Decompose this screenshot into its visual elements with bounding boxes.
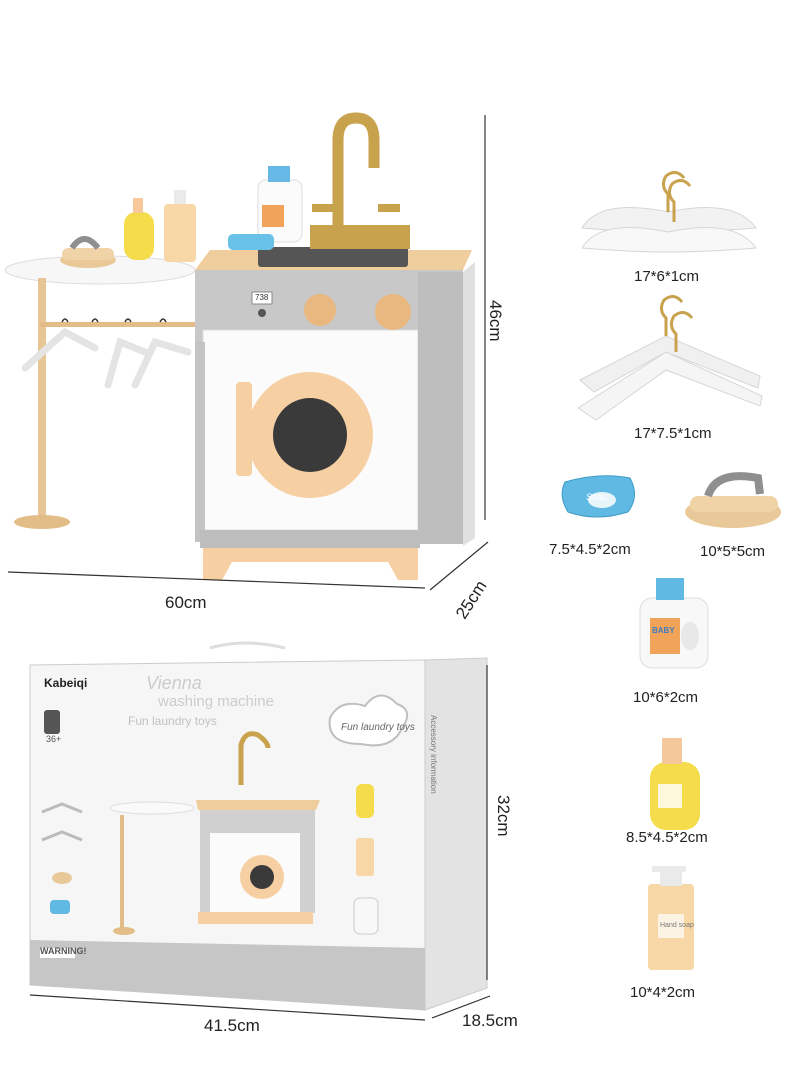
hanging-hangers <box>21 327 192 389</box>
detergent-bottle-image <box>639 578 709 669</box>
iron-size: 10*5*5cm <box>700 543 766 560</box>
lotion-bottle-on-table <box>124 212 154 260</box>
box-brand: Kabeiqi <box>44 676 88 690</box>
box-warning: WARNING! <box>40 946 87 956</box>
hand-soap-label: Hand soap <box>660 922 694 929</box>
product-box <box>29 641 488 1011</box>
iron-image <box>685 472 781 528</box>
box-width-label: 41.5cm <box>204 1016 260 1035</box>
iron-on-table <box>60 236 116 268</box>
washer-door <box>236 372 373 498</box>
soap-image <box>561 475 635 518</box>
box-height-label: 32cm <box>494 795 513 837</box>
box-product-line2: washing machine <box>158 693 274 710</box>
soap-label: Soap <box>586 492 608 502</box>
hangers-large-size: 17*7.5*1cm <box>634 425 712 442</box>
faucet <box>332 112 380 225</box>
box-cloud-text: Fun laundry toys <box>341 722 415 733</box>
box-side-title: Accessory information <box>429 715 438 794</box>
box-product-line1: Vienna <box>146 673 202 693</box>
sink-basin <box>258 247 408 267</box>
box-age-badge: 36+ <box>46 734 62 744</box>
box-subtitle: Fun laundry toys <box>128 714 217 728</box>
soap-size: 7.5*4.5*2cm <box>549 541 631 558</box>
hangers-small-size: 17*6*1cm <box>634 268 700 285</box>
hand-soap-size: 10*4*2cm <box>630 984 696 1001</box>
hand-soap-pump-image <box>648 866 694 970</box>
lotion-bottle-image <box>650 738 700 830</box>
toy-height-label: 46cm <box>486 300 505 342</box>
toy-width-label: 60cm <box>165 593 207 612</box>
hangers-large-image <box>577 295 763 421</box>
hangers-small-image <box>581 171 757 253</box>
detergent-label: BABY <box>652 626 675 635</box>
detergent-size: 10*6*2cm <box>633 689 699 706</box>
side-table <box>4 255 198 529</box>
washer-display: 738 <box>255 293 269 302</box>
lotion-size: 8.5*4.5*2cm <box>626 829 708 846</box>
box-depth-label: 18.5cm <box>462 1011 518 1030</box>
dimension-lines <box>7 115 489 591</box>
